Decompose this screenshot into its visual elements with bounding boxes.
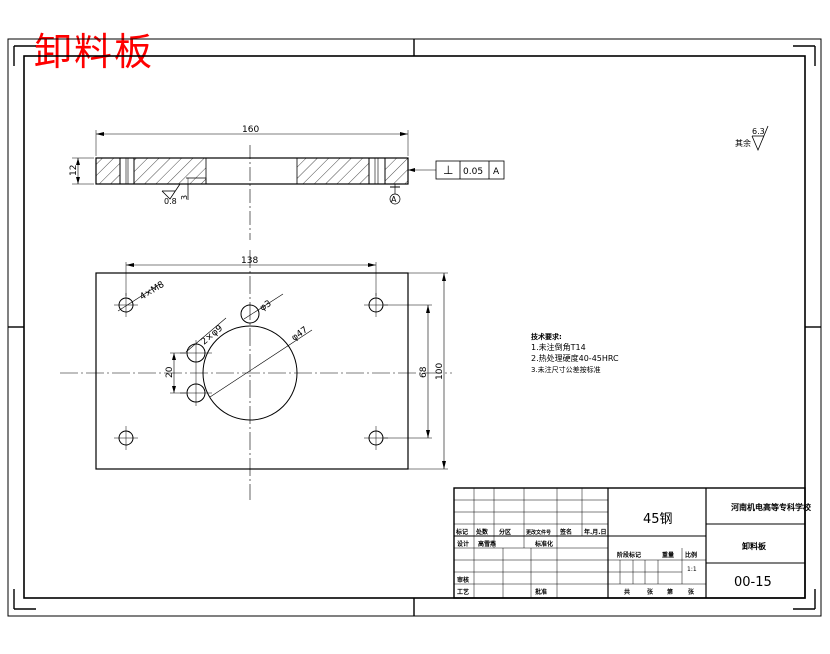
tech-requirements: 技术要求: 1.未注倒角T14 2.热处理硬度40-45HRC 3.未注尺寸公差…: [531, 332, 619, 374]
label-center-hole: φ47: [290, 325, 310, 343]
change-header: 标记: [455, 528, 468, 536]
title-block-text: 45钢 河南机电高等专科学校 卸料板 00-15 1:1 标记 处数 分区 更改…: [455, 502, 812, 596]
roughness-note: 其余 6.3: [735, 125, 769, 152]
datum-label: A: [391, 195, 397, 204]
sign-label: 标准化: [534, 540, 553, 548]
tech-heading: 技术要求:: [531, 332, 562, 341]
sheet-label: 张: [647, 588, 654, 596]
school-name: 河南机电高等专科学校: [731, 502, 812, 512]
section-view: 3 160 12 0.8 A ⊥ 0.05 A: [69, 125, 505, 240]
roughness-note-label: 其余: [735, 138, 751, 148]
roughness-symbol: [751, 125, 769, 152]
sign-label: 设计: [457, 540, 469, 548]
roughness-symbol-bottom: [161, 183, 181, 200]
dim-hole-v: 68: [419, 366, 429, 378]
change-header: 处数: [475, 528, 489, 536]
roughness-note-value: 6.3: [752, 127, 765, 136]
dim-pitch: 20: [165, 366, 175, 378]
change-header: 年.月.日: [584, 528, 607, 536]
roughness-value: 0.8: [164, 197, 177, 206]
sign-label: 审核: [457, 576, 469, 584]
sheet-label: 张: [688, 588, 695, 596]
label-tapped: 4×M8: [138, 280, 166, 303]
tolerance-datum: A: [493, 167, 500, 177]
sheet-label: 第: [666, 588, 673, 596]
stage-header: 阶段标记: [617, 551, 641, 559]
sheet-border: [7, 38, 822, 617]
tech-item: 2.热处理硬度40-45HRC: [531, 353, 619, 363]
sign-label: 工艺: [457, 588, 469, 596]
tolerance-frame: ⊥ 0.05 A: [435, 160, 505, 180]
part-name: 卸料板: [742, 541, 767, 551]
sign-value: 高雪燕: [478, 540, 496, 548]
change-header: 分区: [499, 528, 511, 536]
title-block: [453, 487, 806, 599]
dim-length: 160: [242, 125, 259, 135]
tech-item: 1.未注倒角T14: [531, 342, 586, 352]
dim-hole-span: 138: [241, 256, 258, 266]
change-header: 更改文件号: [526, 529, 551, 536]
tolerance-symbol: ⊥: [443, 163, 453, 177]
tech-item: 3.未注尺寸公差按标准: [531, 365, 601, 374]
label-pin-hole: φ3: [258, 299, 273, 314]
stage-header: 重量: [662, 551, 674, 559]
plan-view: 138 4×M8 φ3 2×φ9 φ47 20 68 100: [60, 250, 452, 500]
dim-height: 100: [435, 363, 445, 380]
dim-step: 3: [180, 195, 189, 200]
material: 45钢: [643, 512, 673, 527]
scale: 1:1: [687, 566, 697, 573]
stage-header: 比例: [685, 551, 697, 559]
tolerance-value: 0.05: [463, 167, 483, 177]
sign-label: 批准: [535, 588, 547, 596]
drawing-no: 00-15: [734, 575, 772, 590]
dim-thickness: 12: [69, 165, 79, 176]
change-header: 签名: [559, 528, 572, 536]
datum-circle: [389, 193, 401, 205]
sheet-label: 共: [624, 588, 630, 596]
